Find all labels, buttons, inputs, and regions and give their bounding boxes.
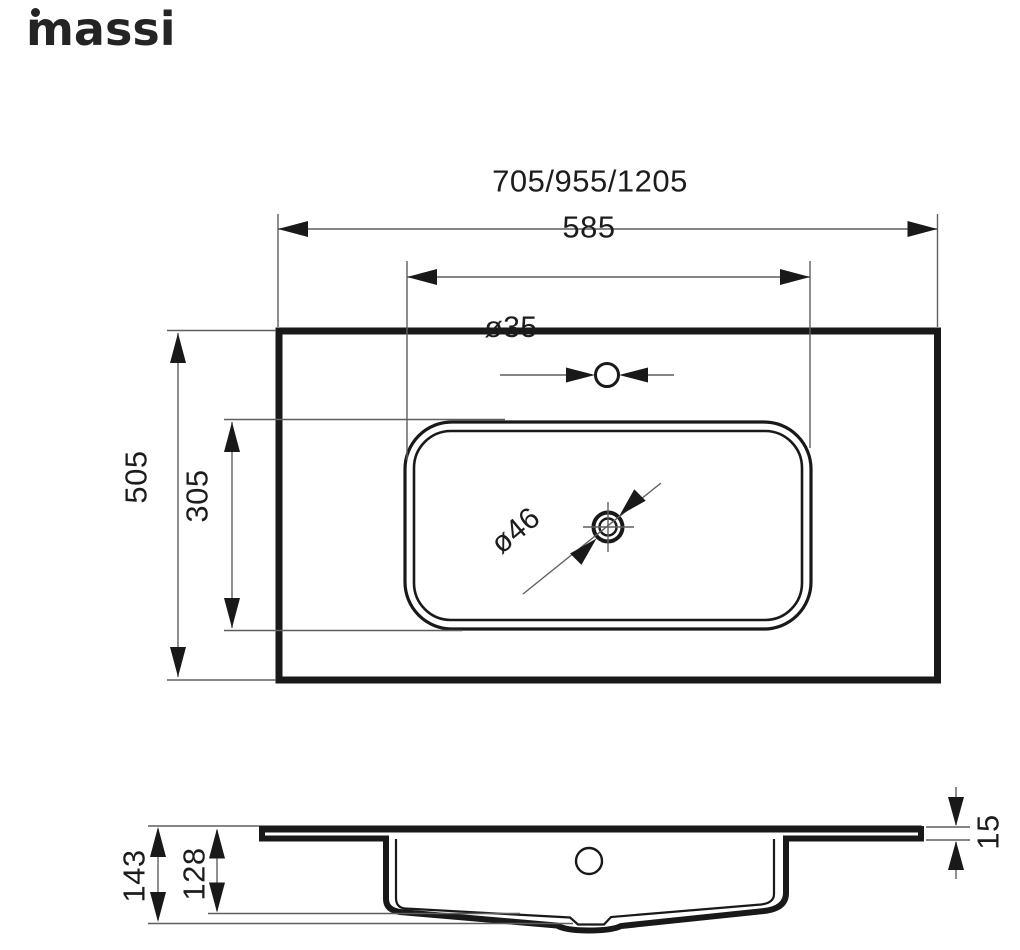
basin-width-dimension-label: 585: [562, 209, 616, 245]
top-view-dimension-lines: [167, 214, 939, 681]
basin-outline-inner: [412, 429, 804, 622]
section-view-dimension-lines: [148, 787, 970, 925]
overall-depth-dimension-label: 505: [118, 450, 154, 504]
top-view-dimension-arrows: [170, 221, 938, 677]
basin-inner-depth-dimension-label: 128: [176, 847, 212, 901]
basin-outline-outer: [403, 420, 813, 631]
basin-depth-dimension-label: 305: [179, 469, 215, 523]
faucet-hole: [594, 362, 620, 388]
rim-thickness-dimension-label: 15: [970, 814, 1006, 850]
faucet-hole-diameter-label: ø35: [484, 311, 538, 344]
overflow-hole: [574, 846, 604, 876]
section-view: [259, 825, 924, 934]
overall-width-dimension-label: 705/955/1205: [492, 163, 688, 199]
brand-logo: massi: [26, 2, 176, 56]
countertop-outline: [275, 327, 941, 684]
section-view-dimension-arrows: [150, 797, 964, 922]
overall-height-dimension-label: 143: [116, 849, 152, 903]
section-basin-inner-surface: [394, 839, 776, 926]
section-ceramic-outline: [259, 826, 924, 934]
brand-logo-dot-icon: [31, 8, 40, 17]
